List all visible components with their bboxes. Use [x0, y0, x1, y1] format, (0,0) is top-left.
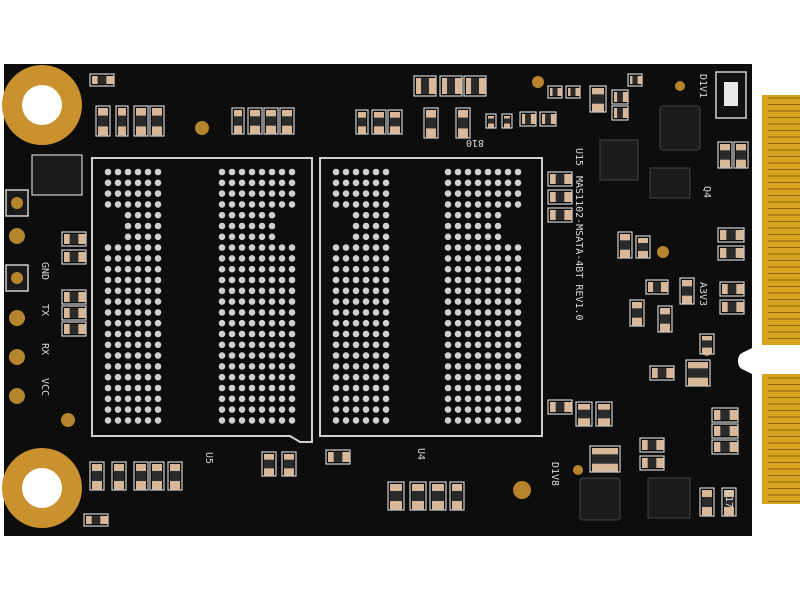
footprint-u4	[319, 157, 543, 437]
silkscreen-labels: U15 MAS1102-MSATA-4BT REV1.0 U5 U4 U17 D…	[39, 74, 734, 508]
label-rx: RX	[39, 343, 50, 355]
debug-header	[5, 189, 29, 404]
mounting-hole-bottom	[2, 448, 82, 528]
label-u5: U5	[203, 452, 214, 464]
label-d1v8: D1V8	[549, 462, 560, 486]
label-q4: Q4	[701, 186, 712, 198]
mounting-hole-top	[2, 65, 82, 145]
label-u17: U17	[723, 490, 734, 508]
label-d1v1: D1V1	[697, 74, 708, 98]
label-tx: TX	[39, 304, 50, 316]
label-a3v3: A3V3	[697, 282, 708, 306]
edge-connector	[762, 95, 800, 504]
label-gnd: GND	[39, 262, 50, 280]
smd-components	[61, 73, 749, 527]
bga-u4	[332, 168, 522, 424]
label-model: MAS1102-MSATA-4BT REV1.0	[573, 176, 584, 321]
label-u4: U4	[415, 448, 426, 460]
label-810: 810	[466, 137, 484, 148]
label-vcc: VCC	[39, 378, 50, 396]
label-u15: U15	[573, 148, 584, 166]
ic-chips	[31, 71, 747, 521]
footprint-u5	[91, 157, 313, 443]
bga-u5	[104, 168, 296, 424]
